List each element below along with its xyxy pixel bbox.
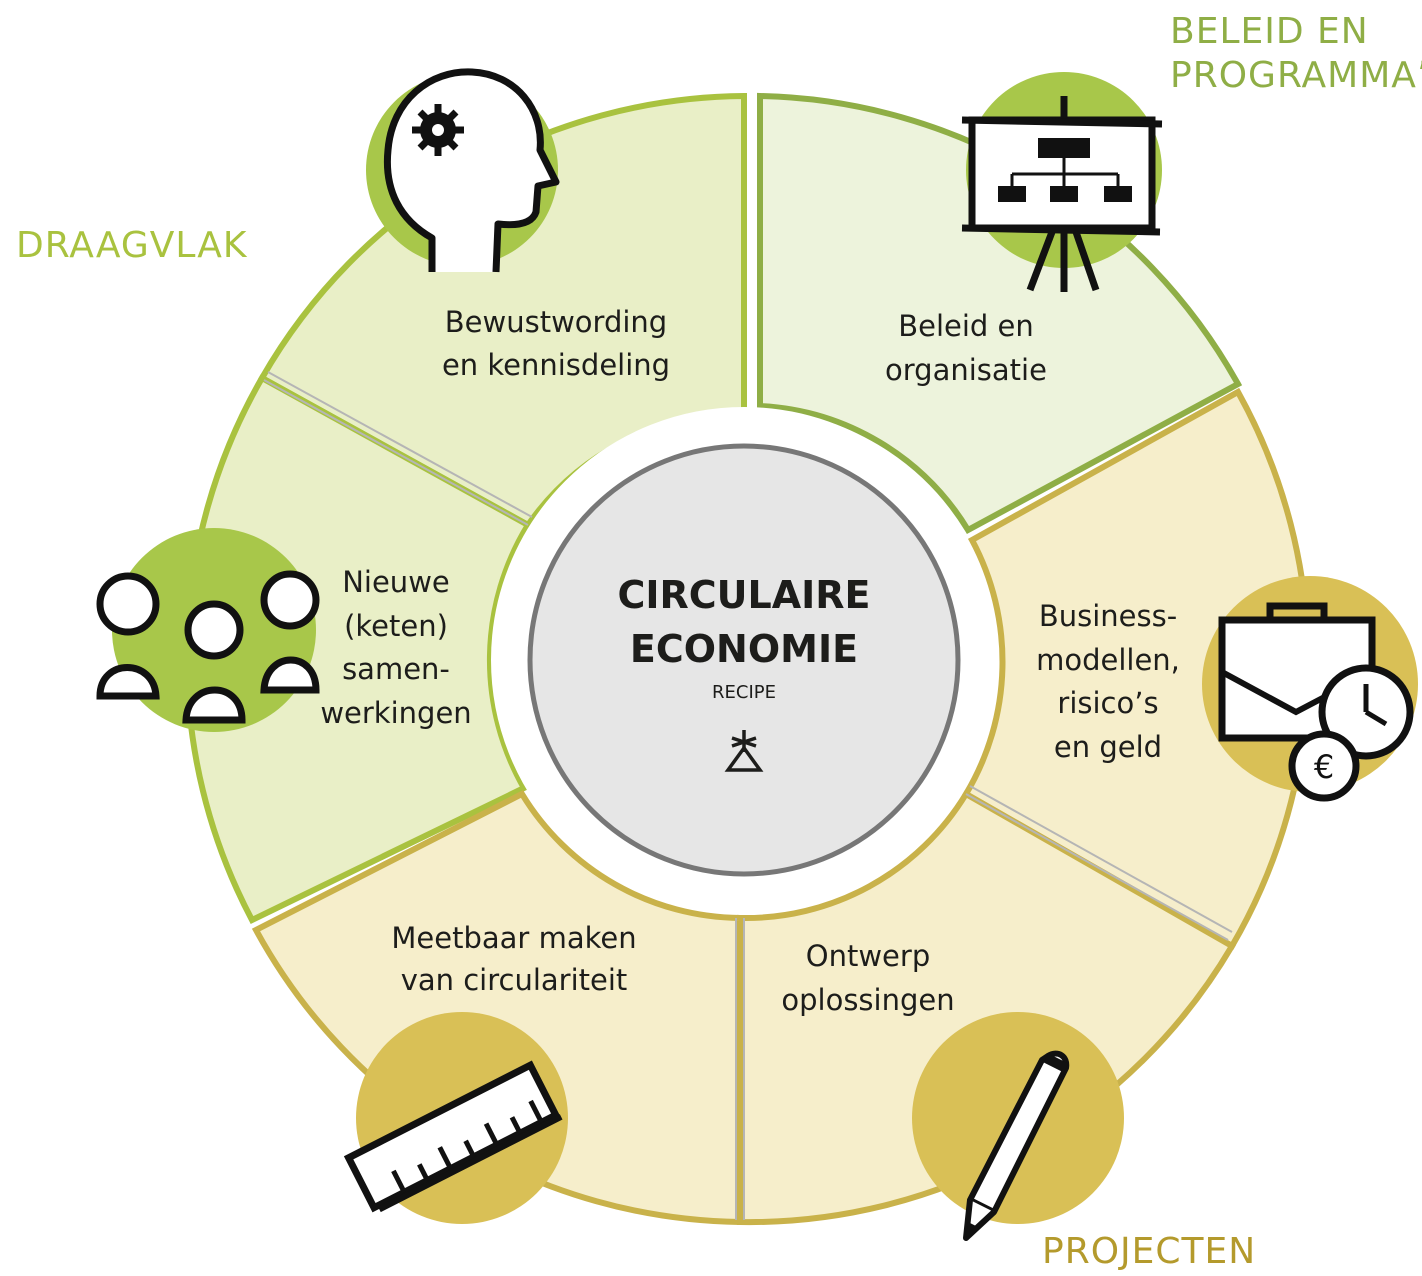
center-subtitle: RECIPE [712,682,776,703]
group-label-beleid-en-programmas: BELEID EN PROGRAMMA’S [1170,11,1422,96]
label-nieuwe-1: Nieuwe [342,565,450,599]
head-gear-icon [366,68,560,273]
label-ontwerp-2: oplossingen [781,983,954,1017]
center-hub: CIRCULAIRE ECONOMIE RECIPE [491,407,997,913]
label-meetbaar-2: van circulariteit [401,963,628,997]
segment-labels: Bewustwording en kennisdeling Beleid en … [320,305,1180,1017]
group-label-projecten: PROJECTEN [1042,1231,1257,1272]
center-title-line1: CIRCULAIRE [617,573,870,617]
label-nieuwe-3: samen- [342,652,450,686]
label-bewustwording-1: Bewustwording [445,305,667,339]
center-title-line2: ECONOMIE [630,627,858,671]
label-business-1: Business- [1039,599,1177,633]
segment-dividers [263,371,1233,1220]
ruler-icon [343,1012,568,1224]
label-business-2: modellen, [1036,643,1180,677]
segment-business[interactable] [961,387,1312,951]
label-nieuwe-2: (keten) [344,609,448,643]
presentation-board-icon [961,72,1163,292]
label-bewustwording-2: en kennisdeling [442,348,670,382]
pencil-icon [912,1012,1124,1241]
group-label-draagvlak: DRAAGVLAK [16,225,248,266]
label-meetbaar-1: Meetbaar maken [391,921,636,955]
label-ontwerp-1: Ontwerp [806,939,930,973]
segment-ontwerp[interactable] [737,789,1237,1226]
segment-nieuwe-samenwerkingen[interactable] [183,373,533,924]
label-beleid-1: Beleid en [898,309,1034,343]
recipe-logo-icon [724,730,764,772]
segment-meetbaar[interactable] [251,790,743,1226]
label-nieuwe-4: werkingen [320,696,471,730]
briefcase-clock-euro-icon: € [1202,576,1418,802]
svg-text:€: € [1314,748,1334,786]
segment-beleid-organisatie[interactable] [757,92,1243,534]
wheel-segments [183,92,1312,1226]
label-business-4: en geld [1054,730,1162,764]
people-group-icon [96,528,320,732]
label-business-3: risico’s [1057,686,1158,720]
label-beleid-2: organisatie [885,353,1047,387]
